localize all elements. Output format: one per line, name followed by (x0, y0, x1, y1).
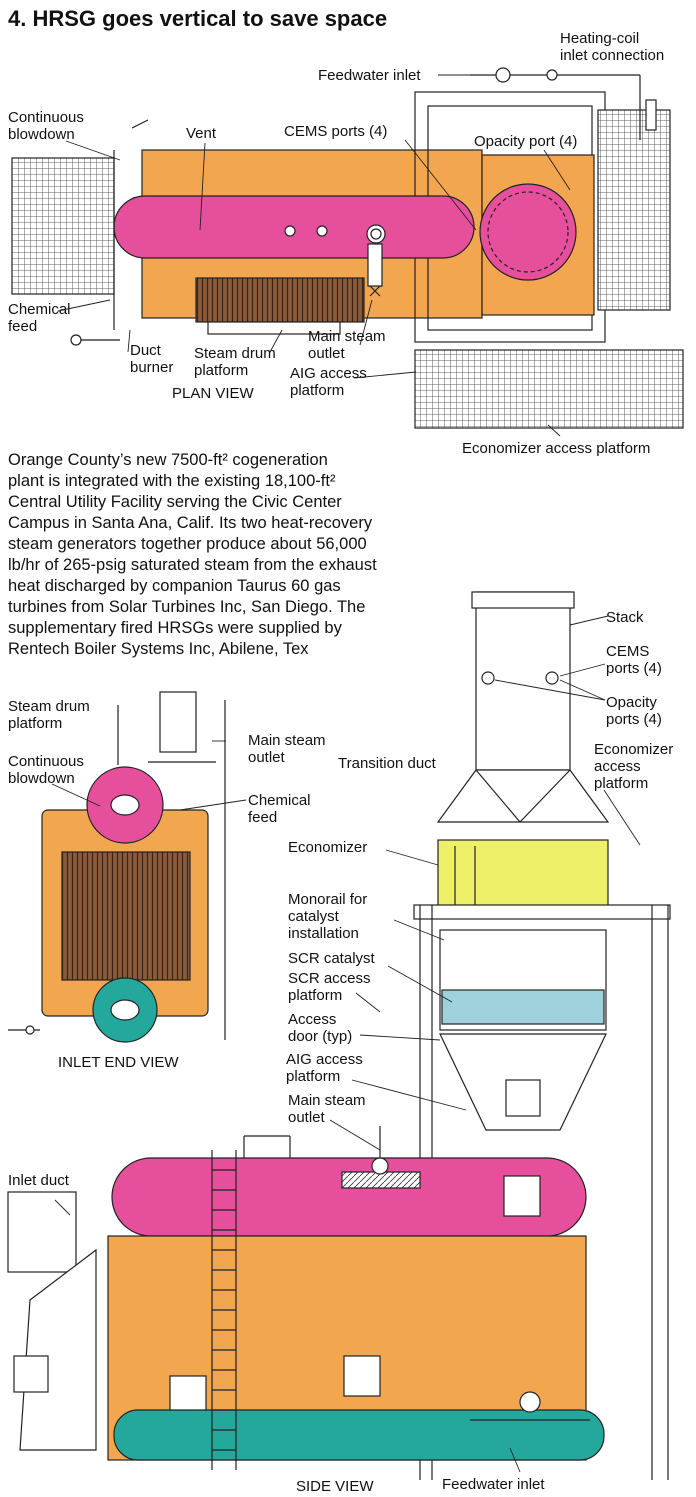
label-steam-drum-platform-plan-1: Steam drum (194, 345, 276, 362)
label-vent: Vent (186, 125, 217, 142)
figure-caption: Orange County’s new 7500-ft² cogeneratio… (8, 450, 428, 660)
label-economizer: Economizer (288, 839, 368, 856)
plan-stack-circle (479, 183, 577, 281)
side-view (7, 591, 671, 1480)
label-transition-duct: Transition duct (338, 755, 436, 772)
label-duct-burner-1: Duct (130, 342, 161, 359)
side-ladder (211, 1150, 237, 1470)
plan-inlet-grate (11, 157, 115, 295)
label-economizer-access-side-3: platform (594, 775, 649, 792)
label-scr-access-2: platform (288, 987, 343, 1004)
label-main-steam-outlet-plan-1: Main steam (308, 328, 386, 345)
label-economizer-access-side-1: Economizer (594, 741, 674, 758)
side-scr-catalyst (441, 989, 605, 1025)
label-main-steam-outlet-side-1: Main steam (288, 1092, 366, 1109)
label-continuous-blowdown-plan-2: blowdown (8, 126, 75, 143)
label-aig-access-side-1: AIG access (286, 1051, 363, 1068)
label-main-steam-outlet-plan-2: outlet (308, 345, 345, 362)
label-monorail-1: Monorail for (288, 891, 368, 908)
label-opacity-port-plan: Opacity port (4) (474, 133, 578, 150)
plan-economizer-platform (414, 349, 684, 429)
label-aig-access-plan-1: AIG access (290, 365, 367, 382)
label-side-view: SIDE VIEW (296, 1478, 374, 1495)
label-economizer-access-side-2: access (594, 758, 641, 775)
label-aig-access-side-2: platform (286, 1068, 341, 1085)
label-monorail-3: installation (288, 925, 359, 942)
plan-drum-platform (195, 277, 365, 323)
label-opacity-ports-side-1: Opacity (606, 694, 657, 711)
label-main-steam-outlet-side-2: outlet (288, 1109, 325, 1126)
label-cems-ports-side-1: CEMS (606, 643, 650, 660)
end-tube-bank (61, 851, 191, 981)
label-stack: Stack (606, 609, 644, 626)
label-feedwater-inlet-side: Feedwater inlet (442, 1476, 545, 1493)
label-heating-coil-line1: Heating-coil (560, 30, 640, 47)
label-continuous-blowdown-end-1: Continuous (8, 753, 84, 770)
label-main-steam-outlet-end-1: Main steam (248, 732, 326, 749)
label-steam-drum-platform-end-2: platform (8, 715, 63, 732)
end-drum-platform (159, 691, 197, 753)
inlet-end-view (8, 691, 226, 1043)
label-chemical-feed-end-1: Chemical (248, 792, 311, 809)
leader-lines (51, 74, 641, 1473)
label-access-door-2: door (typ) (288, 1028, 353, 1045)
label-monorail-2: catalyst (288, 908, 339, 925)
side-mud-drum (113, 1409, 605, 1461)
label-scr-access-1: SCR access (288, 970, 371, 987)
caption-text: Orange County’s new 7500-ft² cogeneratio… (8, 451, 377, 658)
label-duct-burner-2: burner (130, 359, 174, 376)
label-heating-coil-line2: inlet connection (560, 47, 665, 64)
side-transition-duct (436, 769, 610, 823)
label-steam-drum-platform-end-1: Steam drum (8, 698, 90, 715)
label-cems-ports-side-2: ports (4) (606, 660, 662, 677)
label-feedwater-inlet-plan: Feedwater inlet (318, 67, 421, 84)
plan-right-grate (597, 109, 671, 311)
side-inlet-duct (7, 1191, 77, 1273)
label-cems-ports-plan: CEMS ports (4) (284, 123, 388, 140)
label-opacity-ports-side-2: ports (4) (606, 711, 662, 728)
plan-steam-drum (113, 195, 475, 259)
figure-title: 4. HRSG goes vertical to save space (8, 6, 388, 31)
label-steam-drum-platform-plan-2: platform (194, 362, 249, 379)
label-continuous-blowdown-end-2: blowdown (8, 770, 75, 787)
label-chemical-feed-end-2: feed (248, 809, 278, 826)
label-aig-access-plan-2: platform (290, 382, 345, 399)
label-inlet-end-view: INLET END VIEW (58, 1054, 179, 1071)
label-plan-view: PLAN VIEW (172, 385, 254, 402)
label-chemical-feed-plan-2: feed (8, 318, 38, 335)
label-economizer-access-plan: Economizer access platform (462, 440, 651, 457)
label-access-door-1: Access (288, 1011, 337, 1028)
label-continuous-blowdown-plan-1: Continuous (8, 109, 84, 126)
label-chemical-feed-plan-1: Chemical (8, 301, 71, 318)
label-inlet-duct: Inlet duct (8, 1172, 69, 1189)
label-main-steam-outlet-end-2: outlet (248, 749, 285, 766)
plan-view (11, 67, 684, 429)
label-scr-catalyst: SCR catalyst (288, 950, 375, 967)
side-economizer (437, 839, 609, 911)
